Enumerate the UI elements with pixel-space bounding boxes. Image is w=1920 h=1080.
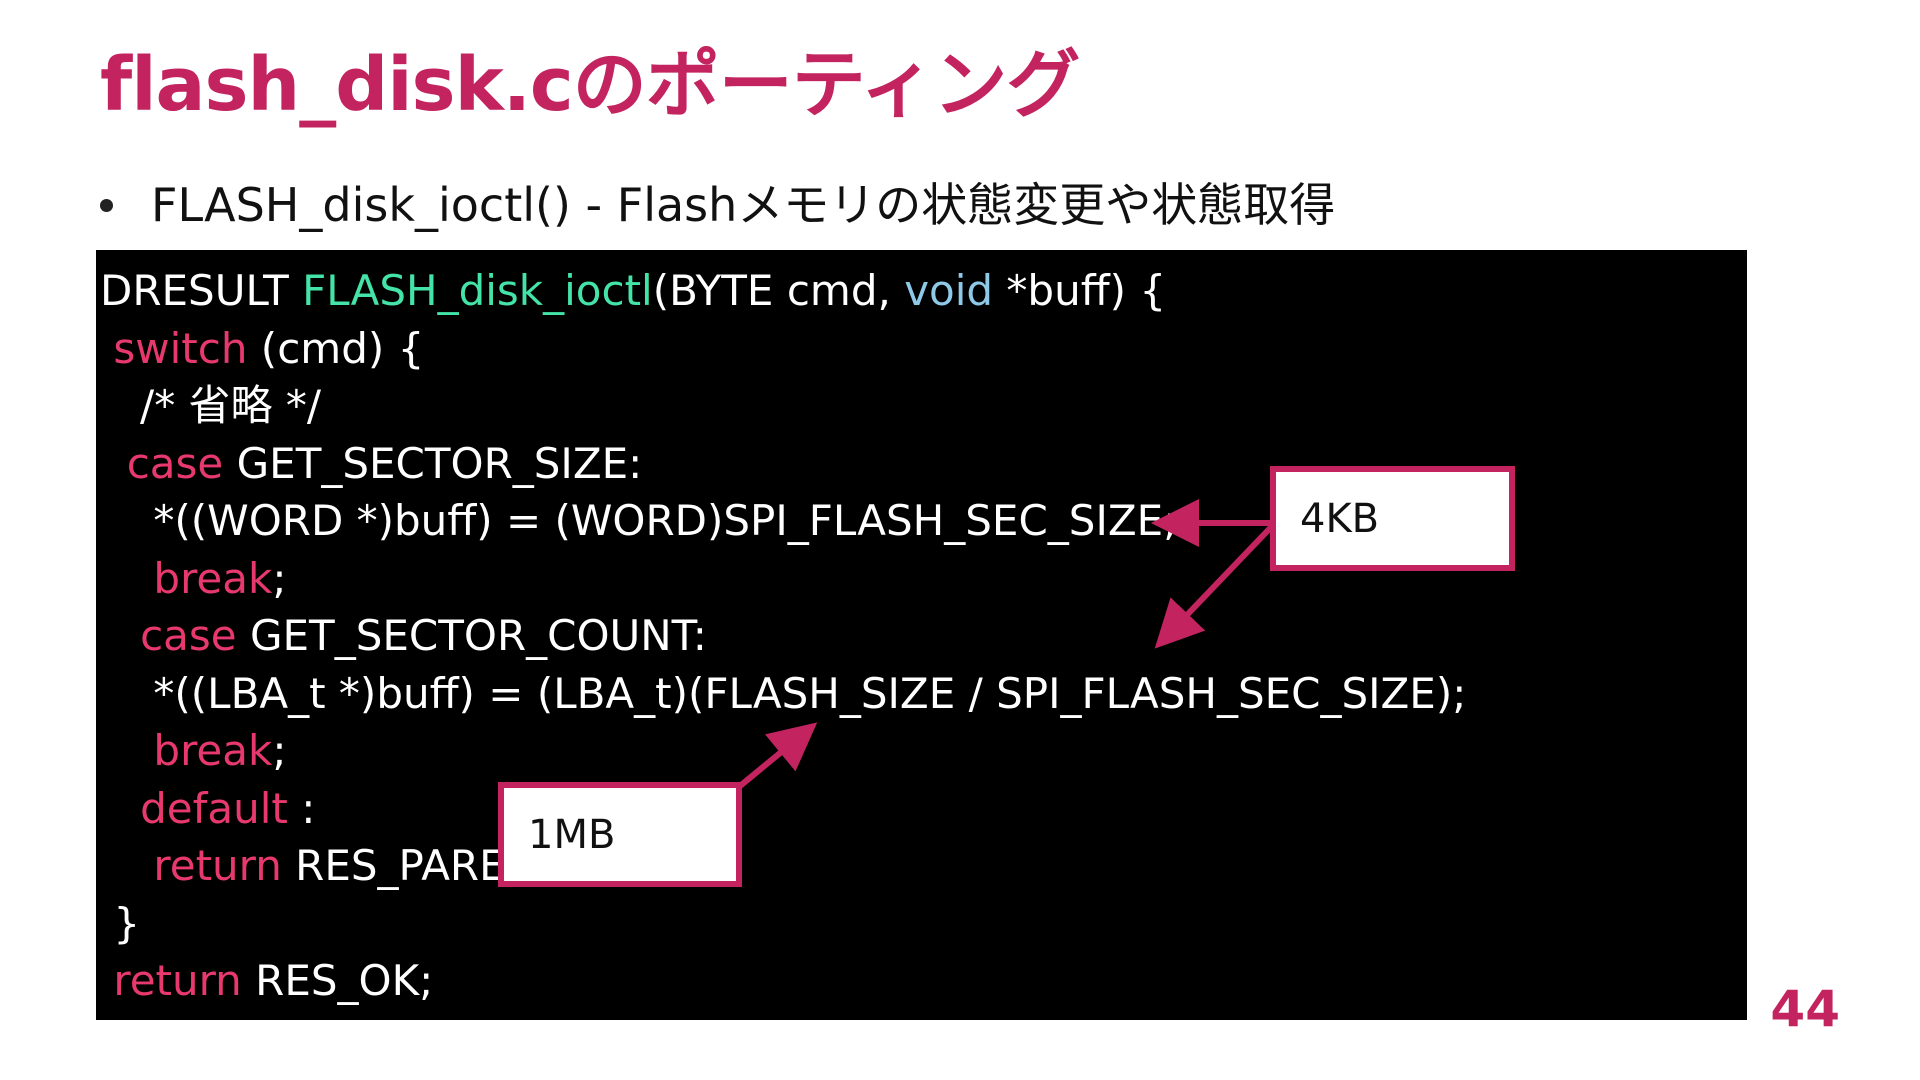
code-line: DRESULT FLASH_disk_ioctl(BYTE cmd, void …: [100, 270, 1166, 312]
code-token: [100, 439, 127, 488]
code-token: [100, 611, 140, 660]
bullet-dot-icon: [100, 198, 113, 212]
code-token: break: [153, 726, 273, 775]
code-line: break;: [100, 557, 286, 600]
code-token: /* 省略 */: [100, 381, 322, 430]
code-token: *((WORD *)buff) = (WORD)SPI_FLASH_SEC_SI…: [100, 496, 1178, 545]
code-token: default: [140, 783, 288, 833]
code-line: *((LBA_t *)buff) = (LBA_t)(FLASH_SIZE / …: [100, 672, 1466, 715]
code-line: break;: [100, 730, 286, 772]
code-token: (BYTE cmd,: [652, 266, 905, 315]
code-token: return: [153, 841, 282, 890]
bullet-text: FLASH_disk_ioctl() - Flashメモリの状態変更や状態取得: [151, 178, 1336, 232]
code-token: GET_SECTOR_COUNT:: [236, 611, 707, 660]
slide-title: flash_disk.cのポーティング: [100, 42, 1080, 128]
code-token: DRESULT: [100, 266, 303, 315]
code-line: /* 省略 */: [100, 385, 321, 427]
bullet-item: FLASH_disk_ioctl() - Flashメモリの状態変更や状態取得: [100, 180, 1335, 231]
code-token: }: [100, 898, 141, 948]
code-token: case: [126, 438, 224, 488]
code-token: *((LBA_t *)buff) = (LBA_t)(FLASH_SIZE / …: [100, 668, 1467, 718]
code-token: [100, 554, 153, 603]
code-line: return RES_OK;: [100, 960, 433, 1002]
code-token: [100, 956, 113, 1005]
code-token: ;: [272, 553, 287, 603]
code-token: (cmd) {: [247, 323, 425, 373]
code-token: break: [153, 553, 273, 603]
code-token: :: [287, 783, 316, 833]
code-token: ;: [272, 726, 287, 775]
page-number: 44: [1770, 980, 1840, 1038]
code-token: GET_SECTOR_SIZE:: [223, 438, 643, 488]
code-line: default :: [100, 787, 315, 830]
callout-1mb-label: 1MB: [528, 811, 616, 858]
code-token: RES_OK;: [241, 956, 434, 1005]
code-line: switch (cmd) {: [100, 327, 424, 370]
code-line: case GET_SECTOR_COUNT:: [100, 615, 707, 657]
code-token: FLASH_disk_ioctl: [302, 266, 653, 315]
code-token: case: [140, 611, 237, 660]
callout-1mb: 1MB: [498, 782, 742, 887]
code-token: return: [113, 956, 242, 1005]
code-line: *((WORD *)buff) = (WORD)SPI_FLASH_SEC_SI…: [100, 500, 1177, 542]
callout-4kb-label: 4KB: [1300, 495, 1380, 542]
code-token: switch: [113, 323, 248, 373]
code-line: case GET_SECTOR_SIZE:: [100, 442, 643, 485]
code-token: [100, 784, 140, 833]
code-block: DRESULT FLASH_disk_ioctl(BYTE cmd, void …: [96, 250, 1747, 1020]
code-token: void: [904, 266, 994, 315]
callout-4kb: 4KB: [1270, 466, 1515, 571]
code-line: }: [100, 902, 140, 945]
code-token: [100, 324, 113, 373]
code-token: [100, 841, 153, 890]
code-token: *buff) {: [993, 266, 1167, 315]
code-token: [100, 726, 153, 775]
